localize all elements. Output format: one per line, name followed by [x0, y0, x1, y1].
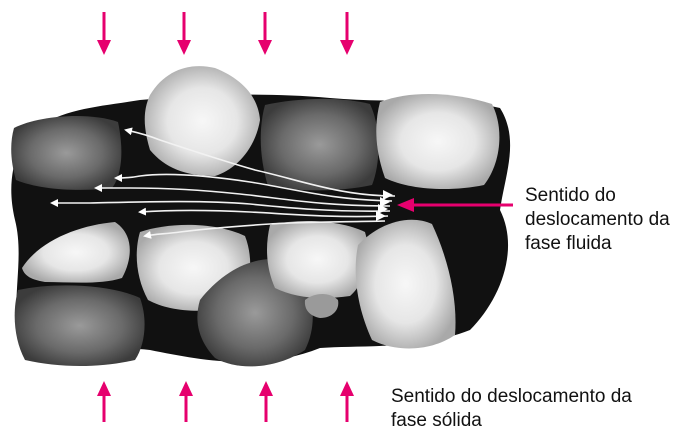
solid-phase-arrows-bottom	[97, 381, 354, 422]
fluid-label-line-3: fase fluida	[525, 232, 670, 256]
solid-phase-arrows-top	[97, 12, 354, 55]
arrow-up-icon	[340, 381, 354, 422]
arrow-down-icon	[97, 12, 111, 55]
fluid-label-line-2: deslocamento da	[525, 208, 670, 232]
arrow-up-icon	[97, 381, 111, 422]
fluid-phase-label: Sentido do deslocamento da fase fluida	[525, 184, 670, 256]
arrow-up-icon	[179, 381, 193, 422]
arrow-down-icon	[340, 12, 354, 55]
solid-phase-label: Sentido do deslocamento da fase sólida	[391, 385, 632, 433]
fluid-label-line-1: Sentido do	[525, 184, 670, 208]
arrow-down-icon	[177, 12, 191, 55]
particle	[261, 99, 379, 191]
particle	[15, 285, 145, 366]
solid-label-line-2: fase sólida	[391, 409, 632, 433]
particle	[376, 94, 499, 189]
solid-label-line-1: Sentido do deslocamento da	[391, 385, 632, 409]
arrow-down-icon	[258, 12, 272, 55]
particle	[11, 116, 121, 190]
arrow-up-icon	[259, 381, 273, 422]
particle	[267, 221, 368, 298]
